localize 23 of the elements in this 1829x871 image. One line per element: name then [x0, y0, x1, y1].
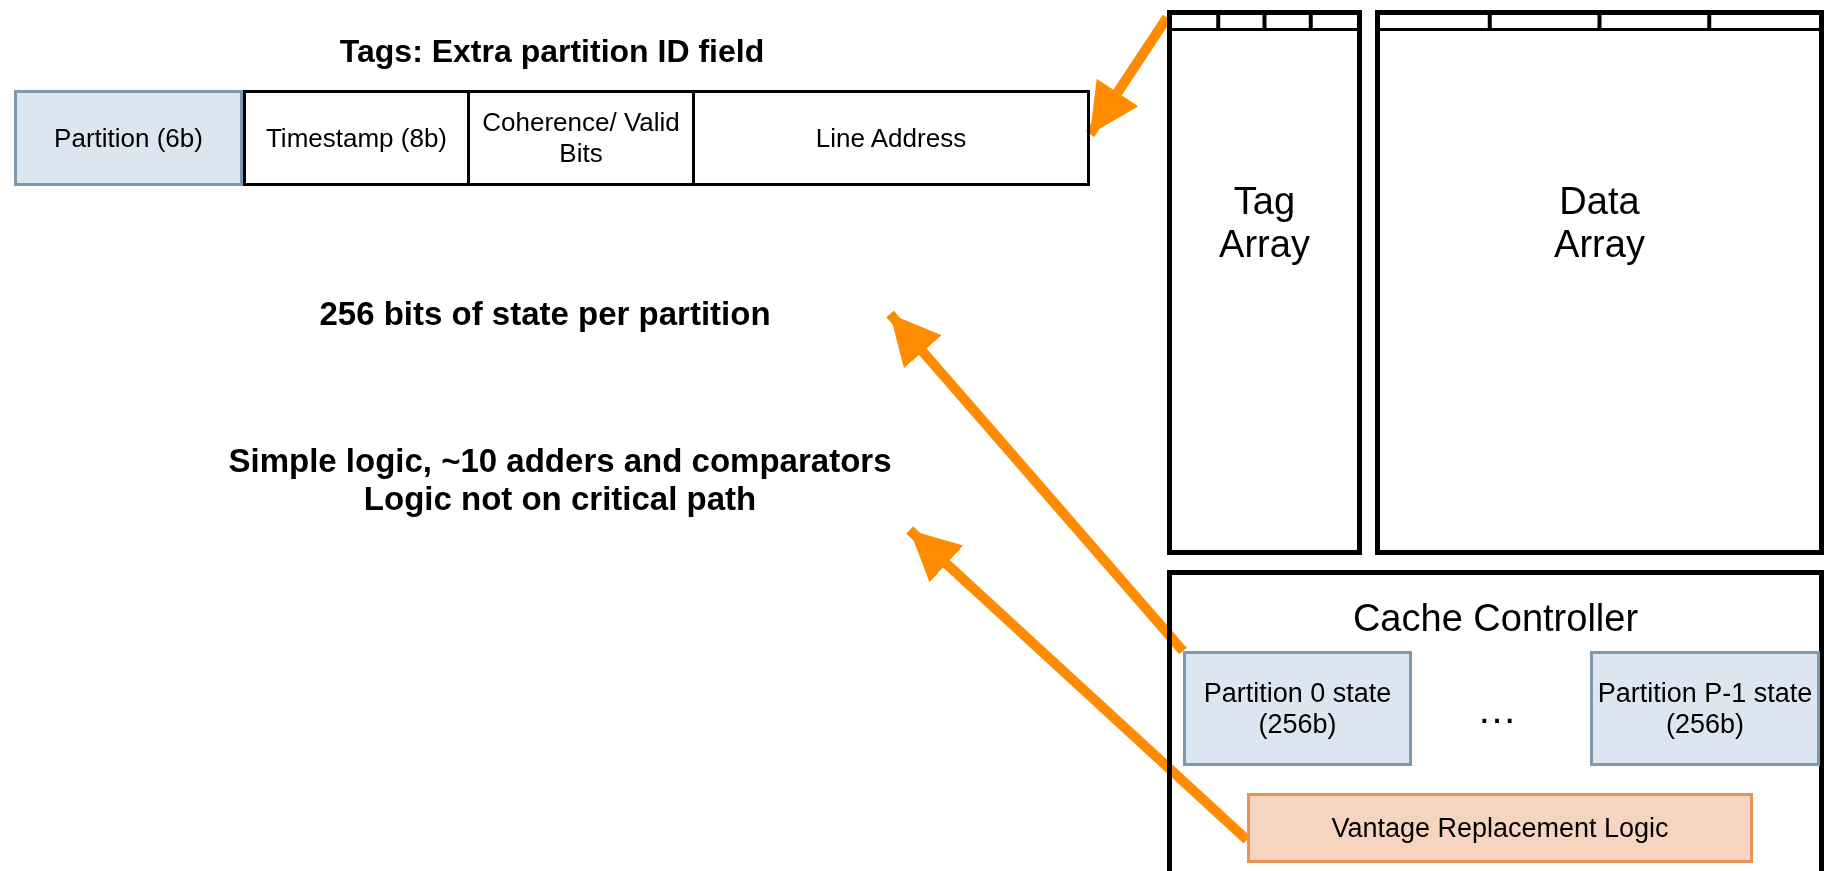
arrow [886, 310, 1187, 655]
label-text: 256 bits of state per partition [319, 295, 771, 333]
logic-block [1247, 793, 1753, 863]
state-register-box [1590, 651, 1820, 766]
label-text: Vantage Replacement Logic [1331, 812, 1669, 844]
label-text: Partition P-1 state (256b) [1596, 677, 1814, 740]
data-array-block [1375, 10, 1824, 555]
block-title: Cache Controller [1352, 597, 1639, 640]
state-register-box [1183, 651, 1412, 766]
label-text: Logic not on critical path [363, 480, 757, 518]
label-text: Data Array [1553, 179, 1646, 266]
label-text: Coherence/ Valid Bits [482, 107, 680, 169]
label-text: Partition 0 state (256b) [1202, 677, 1393, 740]
heading: Tags: Extra partition ID field [338, 33, 766, 70]
label-text: Simple logic, ~10 adders and comparators [228, 442, 892, 480]
label-text: Tag Array [1218, 179, 1311, 266]
controller-block [1167, 570, 1824, 871]
label-text: Line Address [815, 122, 967, 154]
field-cell [14, 90, 243, 186]
ellipsis: … [1477, 687, 1517, 732]
tag-array-block [1167, 10, 1362, 555]
label-text: Timestamp (8b) [265, 122, 448, 154]
label-text: Partition (6b) [54, 122, 203, 154]
